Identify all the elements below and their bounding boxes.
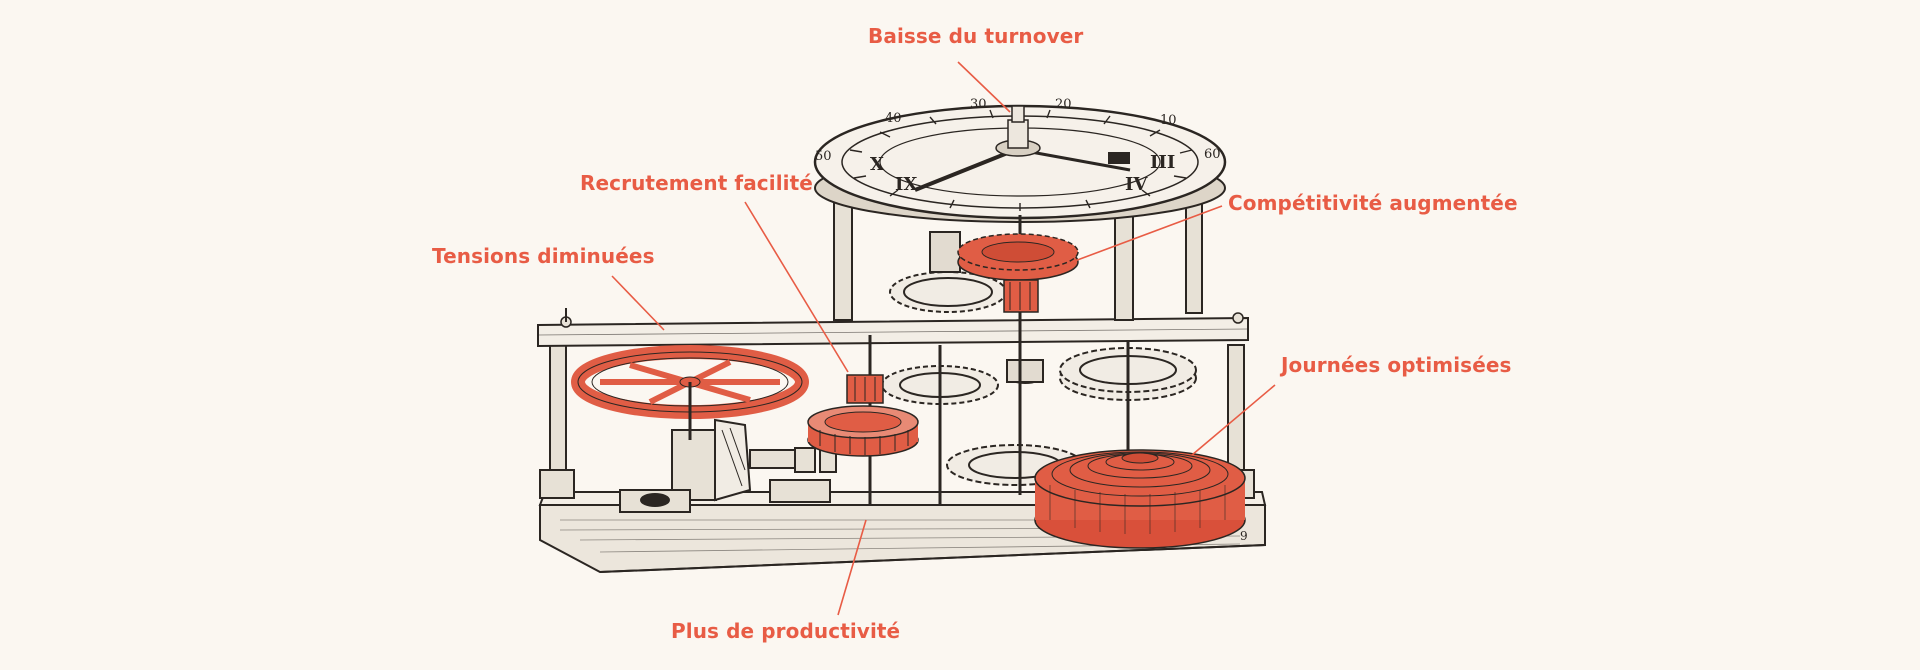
svg-text:IX: IX (895, 174, 917, 195)
red-mainspring-barrel (1034, 449, 1246, 549)
leader-line-tensions (611, 275, 665, 331)
leader-line-turnover (957, 61, 1011, 113)
callout-journees-optimisees: Journées optimisées (1281, 353, 1512, 377)
dial-numeral: 40 (885, 111, 902, 126)
leader-line-recrutement (744, 201, 849, 373)
svg-text:X: X (870, 154, 884, 175)
dial-numeral: 20 (1055, 97, 1072, 112)
callout-baisse-du-turnover: Baisse du turnover (868, 24, 1084, 48)
leader-lines (611, 61, 1276, 616)
red-top-gear (957, 233, 1079, 313)
plate-mark: 9 (1240, 529, 1248, 543)
dial: 50 40 30 20 10 60 X IX III IV (813, 97, 1227, 223)
dial-numeral: 30 (970, 97, 987, 112)
red-balance-wheel (571, 345, 809, 440)
svg-text:IV: IV (1125, 174, 1148, 195)
red-pinion (846, 374, 884, 404)
leader-line-competitivite (1071, 205, 1223, 263)
leader-line-productivite (837, 519, 867, 616)
escapement-assembly (619, 418, 837, 513)
dial-numeral: 10 (1160, 113, 1177, 128)
callout-tensions-diminuees: Tensions diminuées (432, 244, 655, 268)
callout-plus-de-productivite: Plus de productivité (671, 619, 901, 643)
dial-numeral: 50 (815, 149, 832, 164)
upper-pillars (833, 194, 1203, 321)
red-crown-wheel (807, 405, 919, 457)
middle-plate (537, 308, 1249, 348)
svg-text:III: III (1150, 152, 1175, 173)
callout-competitivite-augmentee: Compétitivité augmentée (1228, 191, 1518, 215)
callout-recrutement-facilite: Recrutement facilité (580, 171, 813, 195)
leader-line-journees (1191, 384, 1276, 456)
dial-numeral: 60 (1204, 147, 1221, 162)
